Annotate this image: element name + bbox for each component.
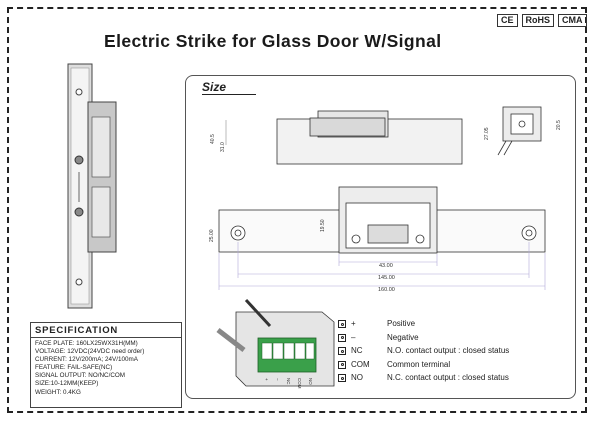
- spec-current: CURRENT: 12V/200mA; 24V/100mA: [35, 356, 138, 364]
- page-border: [7, 7, 587, 413]
- front-view-drawing: [218, 186, 546, 254]
- size-heading: Size: [202, 80, 257, 95]
- terminal-icon: [338, 320, 346, 328]
- dim-43-00: 43.00: [379, 263, 393, 269]
- spec-face-plate: FACE PLATE: 160LX25WX31H(MM): [35, 340, 138, 347]
- terminal-icon: [338, 374, 346, 382]
- product-illustration: [67, 63, 117, 309]
- cma-mark: CMA: [558, 14, 587, 27]
- dim-160-00: 160.00: [378, 287, 395, 293]
- dim-31-0: 31.0: [220, 142, 226, 152]
- dim-20-5: 20.5: [556, 120, 562, 130]
- dim-19-50: 19.50: [320, 219, 326, 232]
- rohs-mark: RoHS: [521, 14, 555, 27]
- size-panel: Size: [185, 75, 576, 399]
- terminal-label-nc: NC: [286, 378, 291, 385]
- terminal-label-com: COM: [297, 378, 302, 389]
- dim-27-05: 27.05: [484, 127, 490, 140]
- terminal-icon: [338, 360, 346, 369]
- side-view-drawing: [225, 110, 463, 165]
- specification-box: SPECIFICATION FACE PLATE: 160LX25WX31H(M…: [30, 322, 182, 408]
- page-title: Electric Strike for Glass Door W/Signal: [104, 31, 442, 51]
- spec-voltage: VOLTAGE: 12VDC(24VDC need order): [35, 348, 145, 356]
- dim-25-00: 25.00: [209, 229, 215, 242]
- spec-weight: WEIGHT: 0.4KG: [35, 388, 81, 396]
- terminal-icon: [338, 347, 346, 355]
- spec-signal-output: SIGNAL OUTPUT: NO/NC/COM: [35, 372, 126, 380]
- terminal-block-illustration: [216, 298, 335, 387]
- terminal-icon: [338, 333, 346, 342]
- dim-145-00: 145.00: [378, 275, 395, 281]
- spec-feature: FEATURE: FAIL-SAFE(NC): [35, 364, 113, 372]
- dimension-lines: [218, 242, 546, 290]
- end-view-drawing: [497, 106, 542, 156]
- terminal-label-negative: −: [275, 378, 280, 381]
- certification-marks: CE RoHS CMA: [497, 14, 587, 27]
- specification-heading: SPECIFICATION: [31, 325, 181, 338]
- terminal-label-positive: +: [264, 378, 269, 381]
- spec-size: SIZE:10-12MM(KEEP): [35, 380, 99, 388]
- ce-mark: CE: [497, 14, 518, 27]
- dim-40-5: 40.5: [210, 134, 216, 144]
- terminal-label-no: NO: [308, 378, 313, 385]
